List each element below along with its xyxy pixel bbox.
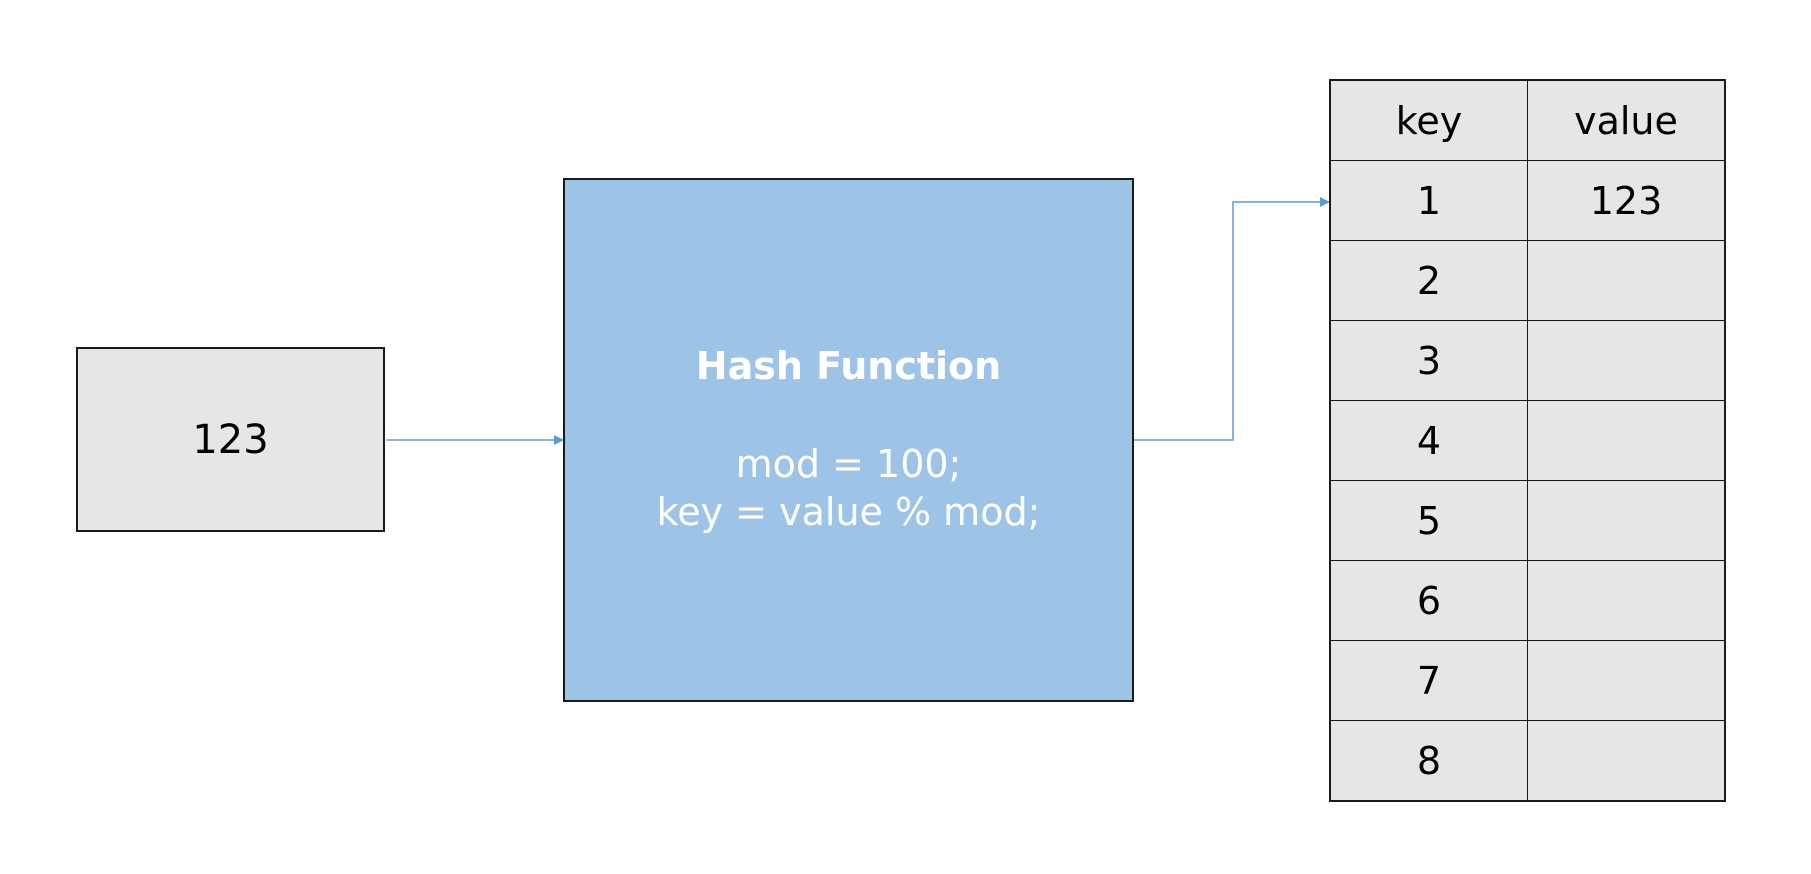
row-value xyxy=(1527,560,1726,641)
header-value: value xyxy=(1527,79,1726,161)
table-row: 6 xyxy=(1329,560,1726,641)
hash-function-box: Hash Function mod = 100; key = value % m… xyxy=(563,178,1134,702)
table-row: 4 xyxy=(1329,400,1726,481)
row-key: 7 xyxy=(1329,640,1528,721)
table-row: 1 123 xyxy=(1329,160,1726,241)
row-value xyxy=(1527,240,1726,321)
hash-table: key value 1 123 2 3 4 5 6 7 xyxy=(1329,79,1726,802)
row-value xyxy=(1527,640,1726,721)
row-key: 2 xyxy=(1329,240,1528,321)
table-row: 5 xyxy=(1329,480,1726,561)
row-key: 1 xyxy=(1329,160,1528,241)
row-value xyxy=(1527,320,1726,401)
row-key: 8 xyxy=(1329,720,1528,802)
table-row: 8 xyxy=(1329,720,1726,802)
row-key: 5 xyxy=(1329,480,1528,561)
table-header-row: key value xyxy=(1329,79,1726,161)
row-key: 4 xyxy=(1329,400,1528,481)
input-value-box: 123 xyxy=(76,347,385,532)
table-row: 2 xyxy=(1329,240,1726,321)
row-value xyxy=(1527,720,1726,802)
row-key: 3 xyxy=(1329,320,1528,401)
hash-to-table-arrow xyxy=(1134,197,1330,441)
row-value xyxy=(1527,480,1726,561)
hash-code-line-key: key = value % mod; xyxy=(656,490,1041,534)
table-row: 7 xyxy=(1329,640,1726,721)
hash-function-title: Hash Function xyxy=(695,344,1002,388)
hash-code-line-mod: mod = 100; xyxy=(735,442,962,486)
row-key: 6 xyxy=(1329,560,1528,641)
row-value xyxy=(1527,400,1726,481)
header-key: key xyxy=(1329,79,1528,161)
input-value: 123 xyxy=(192,416,269,463)
table-row: 3 xyxy=(1329,320,1726,401)
row-value: 123 xyxy=(1527,160,1726,241)
